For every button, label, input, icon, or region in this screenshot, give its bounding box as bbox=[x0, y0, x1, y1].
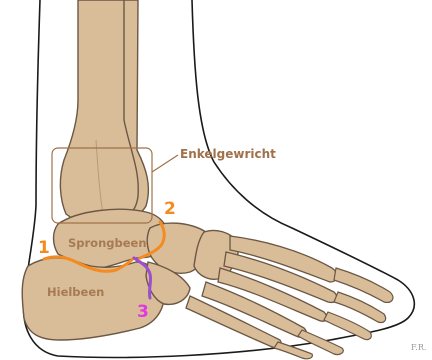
artist-signature: F.R. bbox=[411, 343, 426, 352]
ankle-joint-pointer bbox=[152, 155, 178, 172]
joint-marker-1: 1 bbox=[38, 240, 50, 257]
ankle-joint-label: Enkelgewricht bbox=[180, 148, 276, 160]
joint-marker-3: 3 bbox=[137, 304, 149, 321]
talus-label: Sprongbeen bbox=[68, 238, 147, 250]
joint-marker-2: 2 bbox=[164, 201, 176, 218]
calcaneus-label: Hielbeen bbox=[47, 287, 104, 299]
